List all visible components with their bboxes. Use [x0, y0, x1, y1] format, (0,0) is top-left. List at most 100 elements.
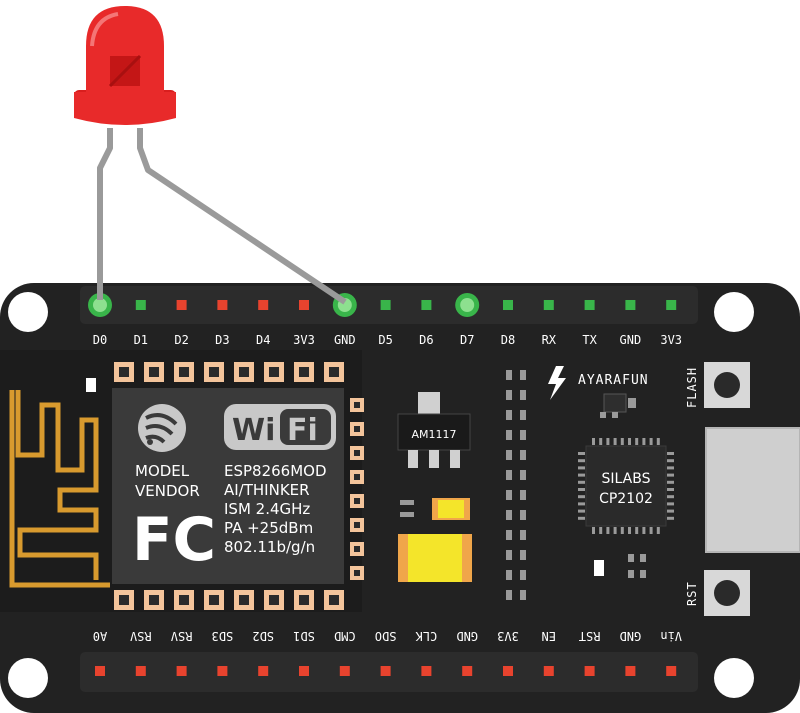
top-pin-10 [503, 300, 513, 310]
module-pad-hole [149, 595, 159, 605]
chip-pin [656, 527, 660, 534]
smd-component [506, 390, 512, 400]
bottom-pin-label: RSV [171, 629, 193, 643]
chip-pin [667, 466, 674, 470]
module-pad-hole [149, 367, 159, 377]
capacitor-small [438, 500, 464, 518]
smd-component [506, 550, 512, 560]
chip-pin [578, 466, 585, 470]
module-spec-line: ESP8266MOD [224, 462, 327, 480]
bottom-pin-row [95, 666, 677, 676]
chip-label-line1: SILABS [602, 471, 651, 487]
chip-pin [667, 495, 674, 499]
usb-connector[interactable] [706, 428, 800, 552]
chip-label-line2: CP2102 [599, 491, 653, 507]
top-pin-4 [258, 300, 269, 310]
wifi-logo-icon: Wi Fi [224, 404, 336, 450]
chip-pin [635, 527, 639, 534]
top-pin-label: D1 [134, 333, 148, 347]
module-pad-hole [329, 595, 339, 605]
capacitor-large [408, 534, 462, 582]
reset-button[interactable] [704, 570, 750, 616]
smd-component [520, 390, 526, 400]
bottom-pin-5 [299, 666, 309, 676]
chip-pin [667, 516, 674, 520]
top-pin-label: D0 [93, 333, 107, 347]
led-icon [74, 6, 176, 125]
bottom-pin-14 [666, 666, 677, 676]
chip-pin [656, 438, 660, 445]
top-pin-0 [93, 298, 107, 312]
wifi-logo-wi: Wi [232, 413, 275, 448]
smd-component [520, 370, 526, 380]
smd-component [520, 410, 526, 420]
bottom-pin-10 [503, 666, 513, 676]
bottom-pin-1 [135, 666, 146, 676]
bottom-pin-label: GND [456, 629, 478, 643]
bottom-pin-6 [339, 666, 350, 676]
chip-pin [635, 438, 639, 445]
smd-component [520, 530, 526, 540]
module-pad-hole [119, 595, 129, 605]
antenna-trace-base [9, 390, 110, 588]
bottom-pin-label: GND [620, 629, 642, 643]
module-pad-hole [299, 367, 309, 377]
small-resistor-pair [628, 554, 646, 578]
chip-pin [606, 438, 610, 445]
flash-button[interactable] [704, 362, 750, 408]
smd-component [506, 590, 512, 600]
top-pin-5 [299, 300, 309, 310]
resistor-small-2 [400, 512, 414, 517]
bottom-pin-label: SD2 [252, 629, 274, 643]
smd-component [506, 530, 512, 540]
bottom-pin-label: SD3 [212, 629, 234, 643]
chip-pin [578, 509, 585, 513]
top-pin-14 [666, 300, 677, 310]
chip-pin [620, 527, 624, 534]
chip-pin [578, 480, 585, 484]
chip-pin [599, 527, 603, 534]
top-pin-label: D5 [378, 333, 392, 347]
top-pin-row [88, 293, 677, 317]
top-pin-3 [217, 300, 228, 310]
smd-component [506, 470, 512, 480]
rst-label: RST [685, 581, 699, 606]
module-side-pad-hole [354, 546, 360, 552]
top-pin-label: D3 [215, 333, 229, 347]
chip-pin [642, 527, 646, 534]
top-pin-label: 3V3 [293, 333, 315, 347]
chip-pin [628, 438, 631, 445]
mounting-hole-bottom-right [714, 658, 754, 698]
module-pad-hole [239, 367, 249, 377]
bottom-pin-2 [176, 666, 187, 676]
top-pin-8 [421, 300, 432, 310]
module-spec-line: 802.11b/g/n [224, 538, 315, 556]
smd-component [520, 510, 526, 520]
module-pad-hole [269, 595, 279, 605]
module-pad-hole [239, 595, 249, 605]
bottom-pin-3 [217, 666, 228, 676]
chip-pin [578, 459, 585, 463]
smd-component [506, 490, 512, 500]
top-pin-7 [380, 300, 391, 310]
top-pin-2 [176, 300, 187, 310]
transistor-pin [612, 412, 618, 418]
top-pin-1 [135, 300, 146, 310]
top-pin-label: D6 [419, 333, 433, 347]
chip-pin [578, 502, 585, 506]
chip-pin [667, 459, 674, 463]
chip-pin [606, 527, 610, 534]
flash-label: FLASH [685, 367, 699, 408]
brand-label: AYARAFUN [578, 373, 649, 388]
module-spec-line: ISM 2.4GHz [224, 500, 310, 518]
module-pad-hole [209, 595, 219, 605]
bottom-pin-7 [380, 666, 391, 676]
regulator-label: AM1117 [411, 428, 456, 441]
bottom-pin-label: A0 [93, 629, 107, 643]
module-pad-hole [329, 367, 339, 377]
chip-pin [620, 438, 624, 445]
bottom-pin-8 [421, 666, 432, 676]
transistor [603, 393, 627, 413]
